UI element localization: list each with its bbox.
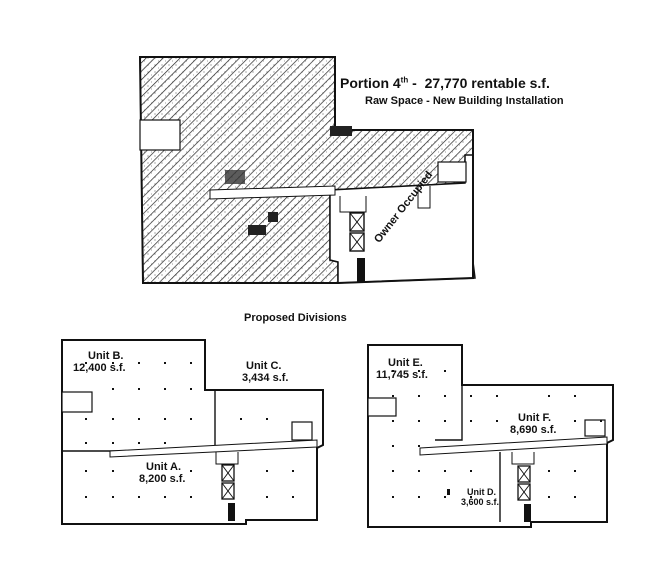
unit-e-label: Unit E. 11,745 s.f. — [376, 357, 428, 381]
right-stair-1-x2 — [517, 465, 531, 483]
left-inner-wall — [215, 452, 239, 465]
unit-d-area: 3,600 s.f. — [461, 496, 500, 507]
left-notch-b — [61, 391, 93, 413]
section-heading: Proposed Divisions — [244, 312, 347, 324]
unit-a-label: Unit A. 8,200 s.f. — [139, 461, 185, 485]
unit-e-name: Unit E. — [388, 357, 423, 369]
right-division-plan — [367, 344, 614, 528]
dark-patch-3 — [248, 225, 266, 235]
right-notch-f — [584, 419, 606, 437]
unit-c-name: Unit C. — [246, 360, 282, 372]
top-inner-wall — [339, 196, 367, 213]
right-shaft — [524, 504, 531, 522]
unit-d-name: Unit D. — [467, 487, 496, 497]
unit-b-label: Unit B. 12,400 s.f. — [73, 350, 126, 374]
plan-title: Portion 4th - 27,770 rentable s.f. — [340, 75, 550, 91]
unit-b-area: 12,400 s.f. — [73, 362, 126, 375]
unit-a-area: 8,200 s.f. — [139, 473, 186, 486]
right-stair-2-x2 — [517, 483, 531, 501]
unit-b-name: Unit B. — [88, 350, 124, 362]
top-plan-speckle-overlay — [140, 57, 473, 283]
dark-patch-2 — [225, 170, 245, 184]
plan-title-suffix: - 27,770 rentable s.f. — [408, 75, 550, 91]
unit-f-name: Unit F. — [518, 412, 551, 424]
plan-title-prefix: Portion 4 — [340, 75, 401, 91]
top-right-notch — [437, 161, 467, 183]
corridor — [209, 185, 336, 200]
top-floor-plan — [138, 56, 476, 284]
unit-e-area: 11,745 s.f. — [376, 369, 428, 382]
unit-d-marker — [447, 489, 450, 495]
dark-patch-4 — [268, 212, 278, 222]
top-stair-1-x2 — [349, 212, 365, 232]
unit-f-label: Unit F. 8,690 s.f. — [510, 412, 556, 436]
left-stair-2-x2 — [221, 482, 235, 500]
top-stair-2-x2 — [349, 232, 365, 252]
dark-patch-1 — [330, 126, 352, 136]
left-plan-outline — [61, 339, 324, 525]
plan-subtitle: Raw Space - New Building Installation — [365, 95, 564, 107]
right-column-grid — [392, 370, 602, 498]
right-divider-ef — [435, 385, 463, 441]
left-notch-c — [291, 421, 313, 441]
left-notch — [139, 119, 181, 151]
right-inner-wall — [511, 452, 535, 465]
top-right-wall — [417, 186, 431, 209]
right-notch-e — [367, 397, 397, 417]
left-shaft — [228, 503, 235, 521]
left-corridor — [109, 439, 318, 458]
unit-c-label: Unit C. 3,434 s.f. — [242, 360, 288, 384]
unit-f-area: 8,690 s.f. — [510, 424, 557, 437]
plan-title-sup: th — [400, 75, 409, 85]
unit-a-name: Unit A. — [146, 461, 182, 473]
top-plan-outline — [138, 56, 474, 284]
right-corridor — [419, 436, 608, 456]
left-division-plan — [61, 339, 324, 525]
unit-c-area: 3,434 s.f. — [242, 372, 289, 385]
unit-d-label: Unit D. 3,600 s.f. — [461, 487, 500, 508]
top-shaft — [357, 258, 365, 282]
left-stair-1-x2 — [221, 464, 235, 482]
